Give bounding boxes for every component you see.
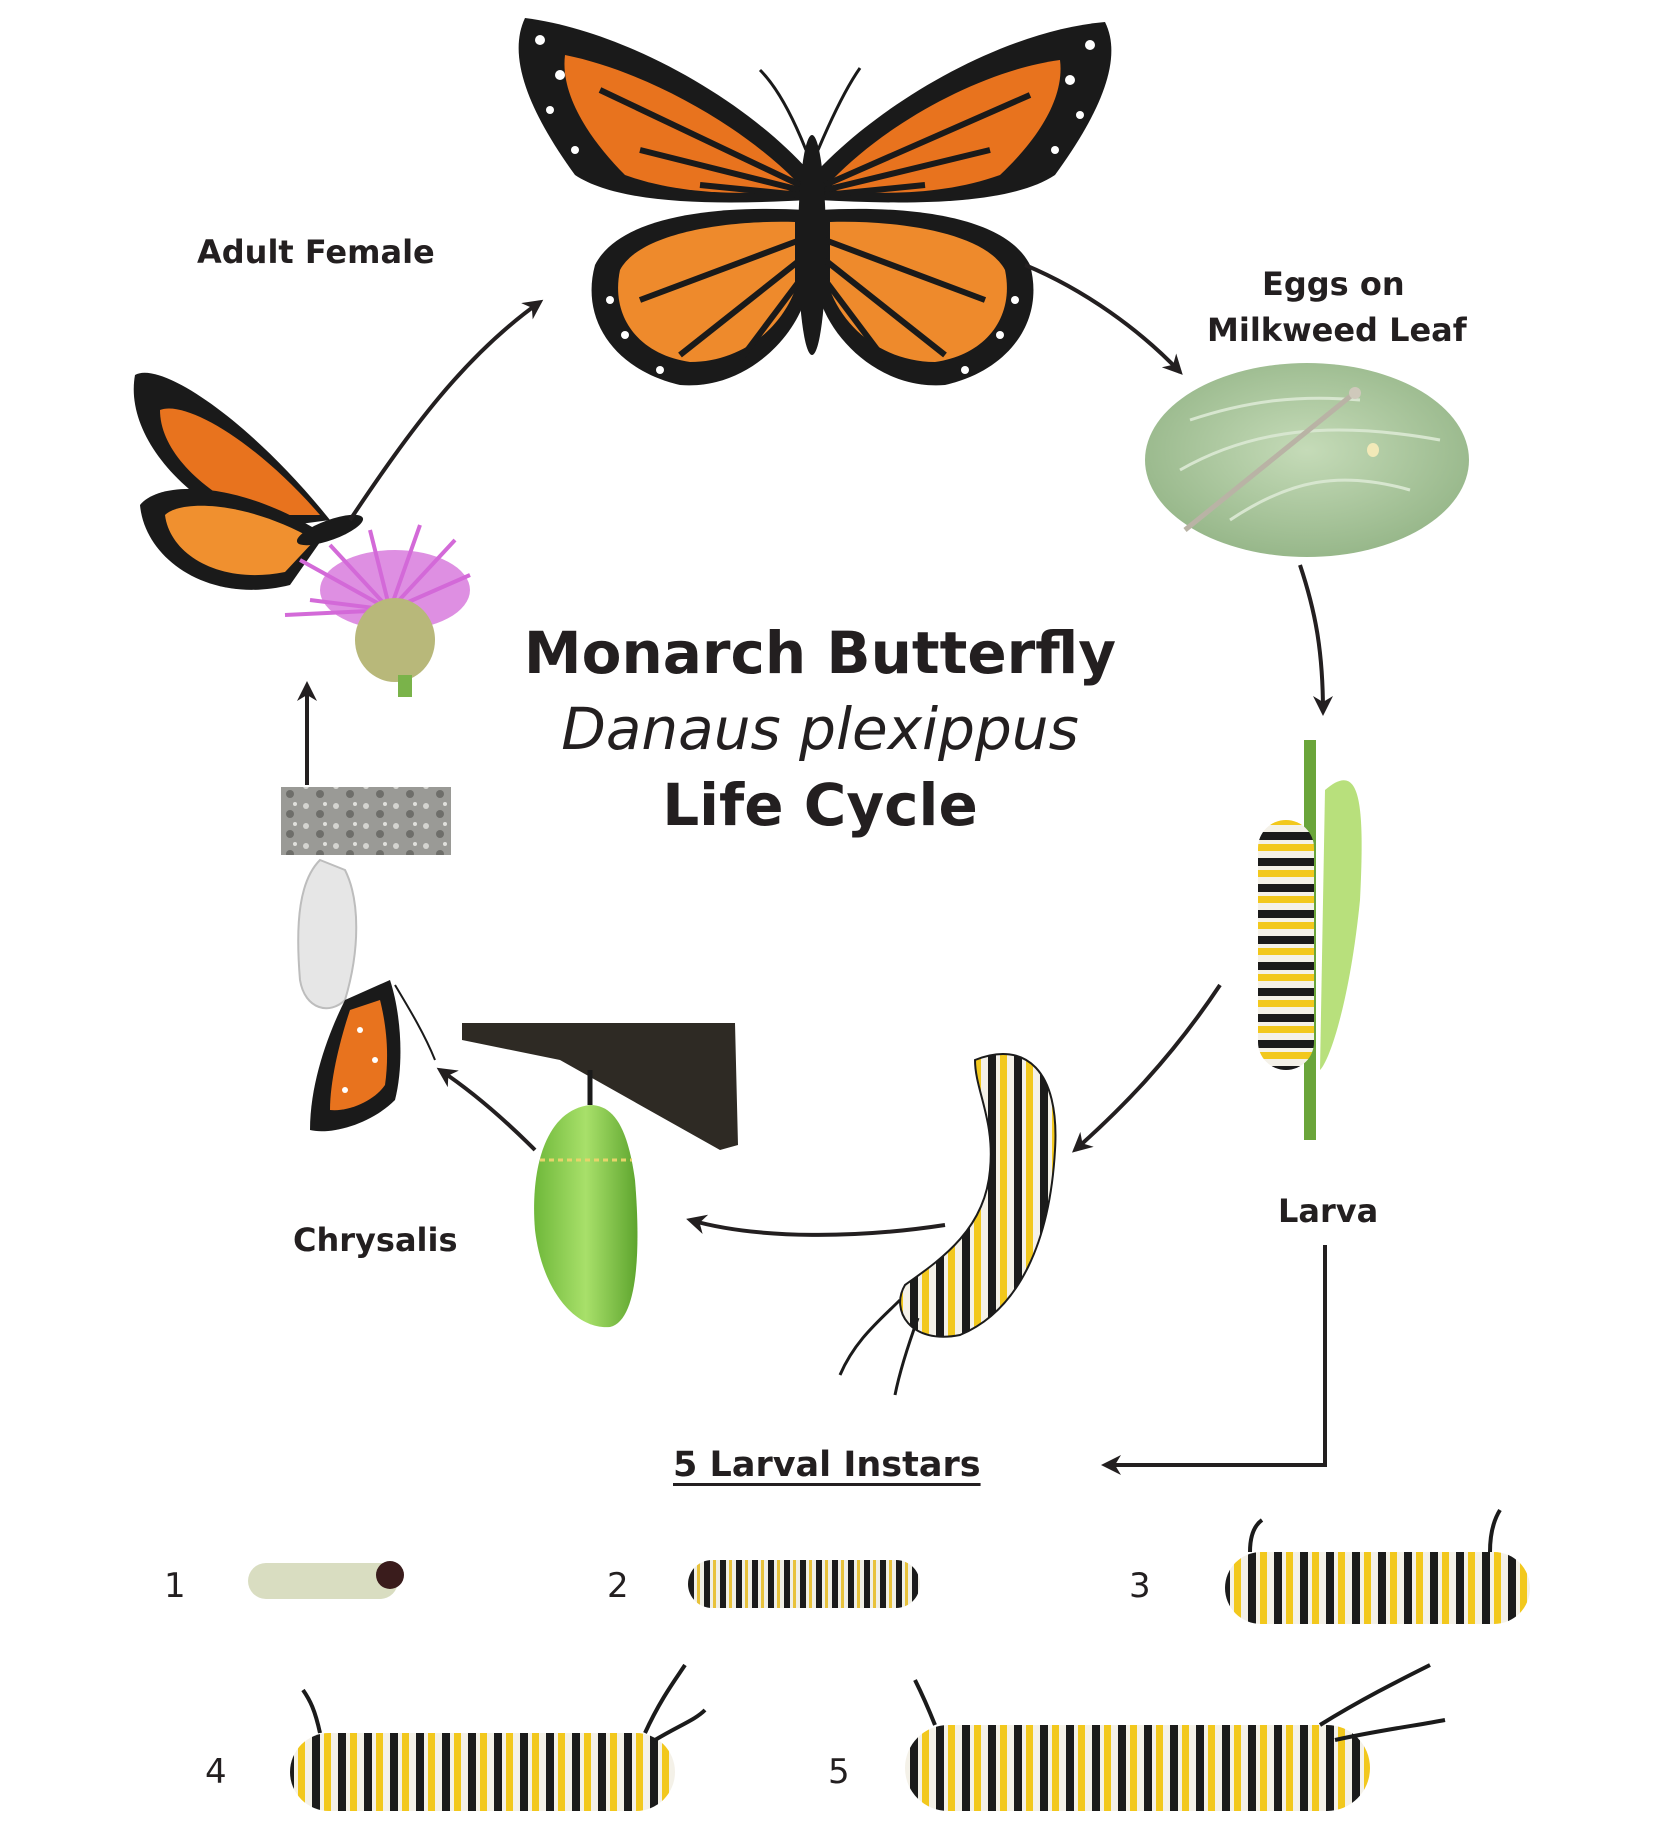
arrow-adult-female-to-adult xyxy=(348,299,544,522)
arrow-larva-to-curled xyxy=(1072,983,1222,1153)
instar-number-1: 1 xyxy=(164,1566,186,1606)
title-scientific-name: Danaus plexippus xyxy=(561,695,1079,763)
instar-3-caterpillar xyxy=(1225,1508,1530,1624)
arrow-eggs-to-larva xyxy=(1298,564,1333,716)
adult-female-on-thistle-illustration xyxy=(133,372,471,697)
title-common-name: Monarch Butterfly xyxy=(523,619,1117,687)
monarch-butterfly-illustration xyxy=(518,18,1112,386)
arrow-adult-to-eggs xyxy=(1024,263,1183,375)
emerging-butterfly-illustration xyxy=(281,787,451,1132)
label-eggs-line2: Milkweed Leaf xyxy=(1207,311,1467,349)
instar-5-caterpillar xyxy=(905,1663,1446,1811)
chrysalis-illustration xyxy=(462,1023,738,1328)
cycle-arrows xyxy=(297,263,1333,1475)
instar-number-2: 2 xyxy=(607,1566,629,1606)
larva-on-stem-illustration xyxy=(1258,740,1362,1140)
diagram-title: Monarch Butterfly Danaus plexippus Life … xyxy=(470,615,1170,843)
label-larva: Larva xyxy=(1278,1192,1379,1230)
instar-number-5: 5 xyxy=(828,1752,850,1792)
curled-caterpillar-illustration xyxy=(838,1053,1057,1396)
instar-2-caterpillar xyxy=(688,1560,920,1608)
label-eggs-line1: Eggs on xyxy=(1262,265,1405,303)
arrow-chrysalis-to-emerging xyxy=(436,1067,537,1152)
instars-heading: 5 Larval Instars xyxy=(673,1445,981,1485)
label-adult-female: Adult Female xyxy=(197,233,435,271)
arrow-curled-to-chrysalis xyxy=(686,1214,946,1237)
milkweed-leaf-eggs-illustration xyxy=(1145,363,1469,557)
label-chrysalis: Chrysalis xyxy=(293,1221,458,1259)
instar-number-3: 3 xyxy=(1129,1566,1151,1606)
instar-1-caterpillar xyxy=(248,1561,404,1599)
title-life-cycle: Life Cycle xyxy=(662,771,978,839)
instar-number-4: 4 xyxy=(205,1752,227,1792)
instar-4-caterpillar xyxy=(290,1663,707,1811)
arrow-larva-to-instars xyxy=(1101,1245,1327,1475)
